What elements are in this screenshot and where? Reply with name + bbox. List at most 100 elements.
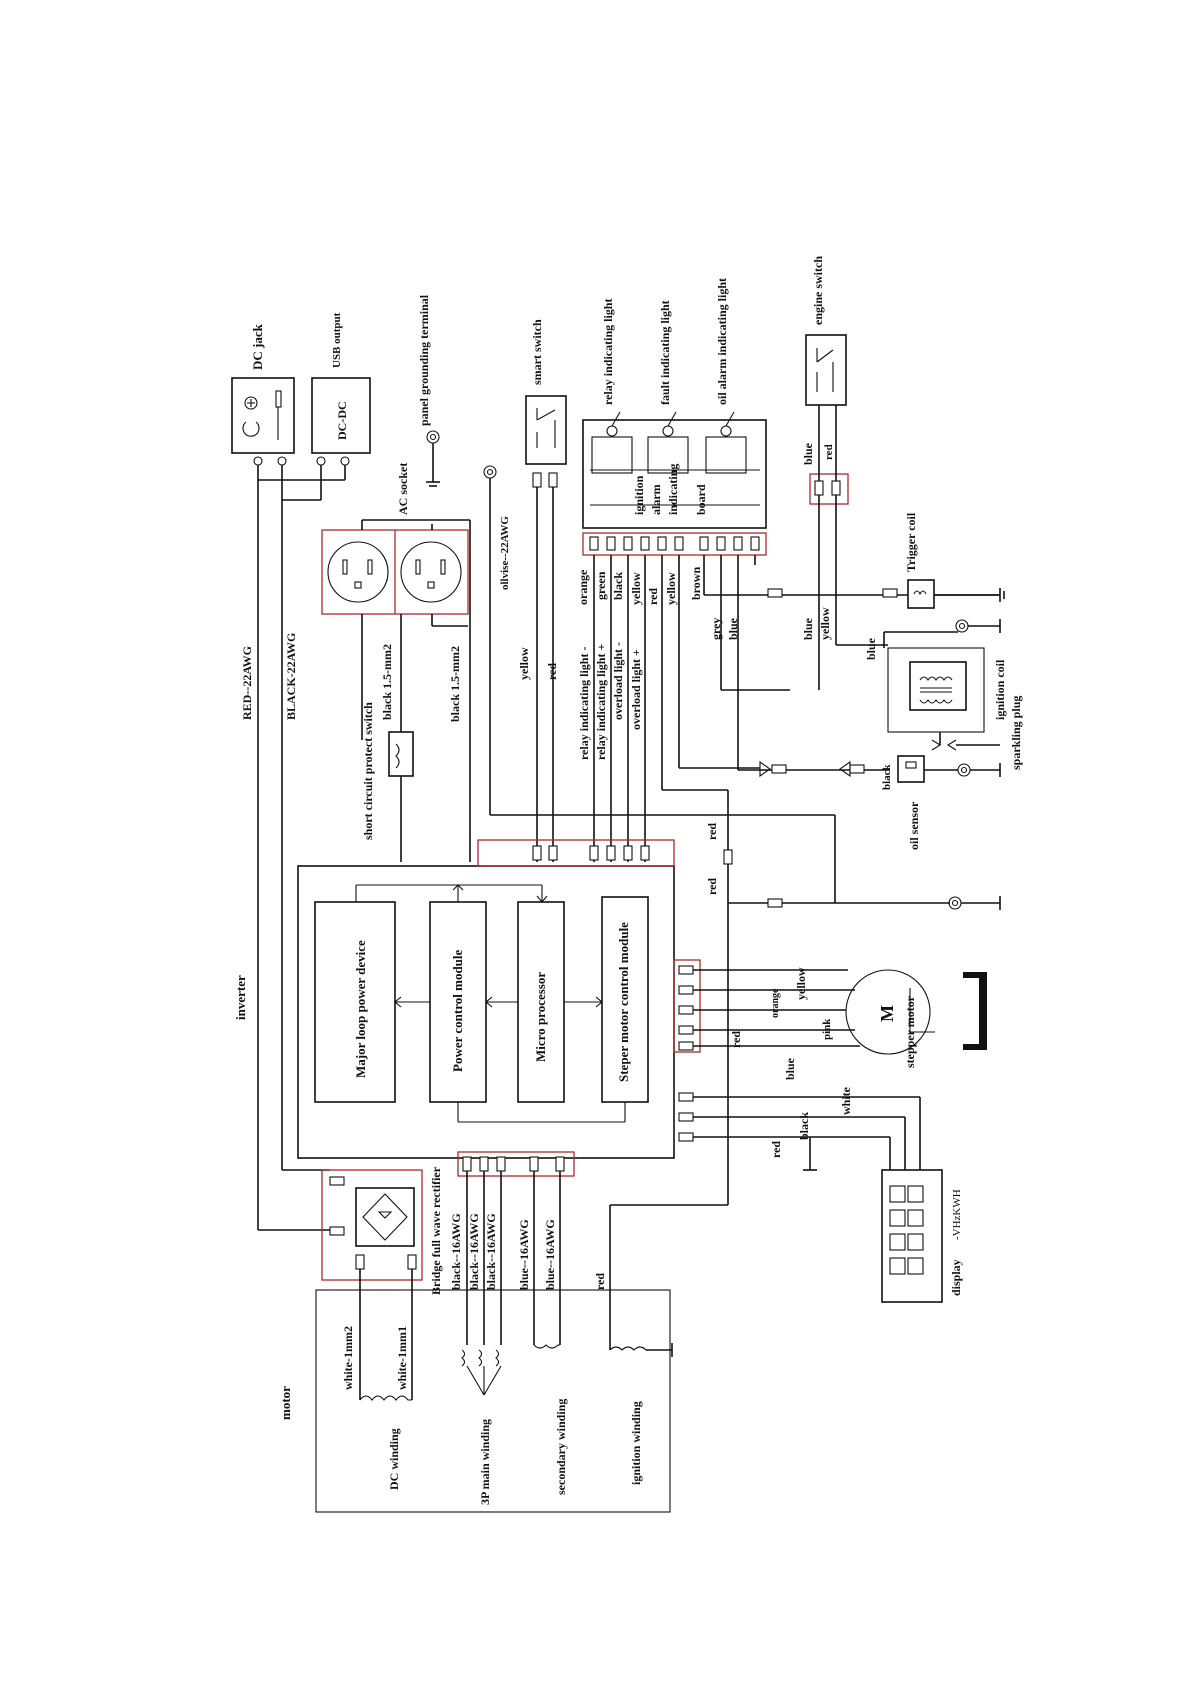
engine-switch: engine switch blue red blue yellow <box>801 256 849 690</box>
blue-16-label-2: blue--16AWG <box>543 1219 557 1290</box>
display-white-label: white <box>839 1086 853 1115</box>
main-winding-label: 3P main winding <box>478 1419 492 1505</box>
trigger-coil: Trigger coil <box>767 512 1005 609</box>
engine-yellow-label: yellow <box>818 607 832 640</box>
motor-symbol: M <box>877 1005 897 1022</box>
brown-label: brown <box>689 567 703 600</box>
board-connector-pins <box>589 536 760 551</box>
smart-yellow-label: yellow <box>517 647 531 680</box>
blue-16-label-1: blue--16AWG <box>517 1219 531 1290</box>
ground-terminal-olive: ollvise--22AWG <box>483 465 835 816</box>
trigger-coil-label: Trigger coil <box>904 512 918 572</box>
display: display -VHzKWH white black red <box>693 1086 963 1303</box>
stepper-motor-label: stepper motor <box>903 995 917 1068</box>
display-black-label: black <box>797 1112 811 1140</box>
smart-red-label: red <box>545 663 559 680</box>
red-label-1: red <box>646 588 660 605</box>
black-label: black <box>611 572 625 600</box>
dc-jack-label: DC jack <box>250 323 265 370</box>
ac-socket: AC socket <box>321 463 471 862</box>
black-16-label-1: black--16AWG <box>449 1213 463 1290</box>
olive-wire-label: ollvise--22AWG <box>499 516 511 590</box>
grey-label: grey <box>709 618 723 640</box>
inv-red-label-1: red <box>705 823 719 840</box>
stepper-pink-label: pink <box>821 1018 833 1040</box>
green-label: green <box>594 571 608 600</box>
stepper-yellow-label: yellow <box>794 967 808 1000</box>
display-label: display <box>949 1259 963 1296</box>
stepper-blue-label: blue <box>783 1057 797 1080</box>
yellow-label-1: yellow <box>629 572 643 605</box>
panel-grounding-terminal: panel grounding terminal <box>417 294 440 487</box>
inv-red-label-2: red <box>705 878 719 895</box>
black-15-label-b: black 1.5-mm2 <box>448 646 462 722</box>
oil-sensor-label: oil sensor <box>907 801 921 850</box>
board-text-1: ignition <box>632 475 646 515</box>
ignition-blue-label: blue <box>864 637 878 660</box>
dc-dc-label: DC-DC <box>335 401 349 440</box>
major-loop-label: Major loop power device <box>353 940 368 1078</box>
board-text-2: alarm <box>649 484 663 515</box>
ignition-winding-label: ignition winding <box>629 1401 643 1485</box>
oil-light-label: oil alarm indicating light <box>715 278 729 405</box>
yellow-label-2: yellow <box>664 572 678 605</box>
stepper-orange-label: orange <box>770 988 781 1018</box>
engine-red-label: red <box>823 444 835 460</box>
inverter-label: inverter <box>233 975 248 1020</box>
black-16-label-3: black--16AWG <box>484 1213 498 1290</box>
ac-socket-label: AC socket <box>396 463 410 515</box>
short-circuit-label: short circuit protect switch <box>361 702 375 840</box>
sparkling-plug-label: sparkling plug <box>1009 696 1023 770</box>
engine-blue-label-2: blue <box>801 617 815 640</box>
black-15-label-a: black 1.5-mm2 <box>380 644 394 720</box>
fault-light-label: fault indicating light <box>658 300 672 405</box>
white-1mm2-label: white-1mm2 <box>341 1326 355 1390</box>
dc-terminals <box>253 456 350 501</box>
bridge-rectifier: Bridge full wave rectifier <box>321 1166 443 1295</box>
black-16-label-2: black--16AWG <box>467 1213 481 1290</box>
ignition-red-label: red <box>593 1273 607 1290</box>
led-icon <box>606 411 735 437</box>
bridge-label: Bridge full wave rectifier <box>429 1166 443 1295</box>
engine-switch-label: engine switch <box>811 256 825 325</box>
relay-plus-label: relay indicating light + <box>594 644 608 760</box>
dc-winding-label: DC winding <box>387 1428 401 1490</box>
dc-dc-converter: DC-DC USB output <box>311 312 371 454</box>
smart-switch: smart switch yellow red <box>517 319 567 862</box>
panel-ground-label: panel grounding terminal <box>417 294 431 426</box>
motor-label: motor <box>278 1386 293 1420</box>
dc-jack: DC jack <box>231 323 295 454</box>
engine-blue-label: blue <box>801 442 815 465</box>
relay-minus-label: relay indicating light - <box>577 647 591 760</box>
relay-light-label: relay indicating light <box>601 299 615 405</box>
orange-label: orange <box>576 569 590 605</box>
ignition-coil-label: ignition coil <box>993 659 1007 720</box>
micro-processor-label: Micro processor <box>533 972 548 1062</box>
stepper-motor: M stepper motor yellow orange pink red b… <box>693 967 987 1080</box>
display-units: -VHzKWH <box>951 1189 963 1240</box>
inverter: inverter Major loop power device Power c… <box>233 839 701 1177</box>
smart-switch-label: smart switch <box>530 319 544 385</box>
power-control-label: Power control module <box>450 949 465 1072</box>
ignition-coil: blue ignition coil sparkling plug <box>836 619 1023 770</box>
oil-sensor: black oil sensor <box>759 755 1001 850</box>
short-circuit-protect-switch: short circuit protect switch black 1.5-m… <box>361 614 462 862</box>
display-red-label: red <box>769 1141 783 1158</box>
ignition-alarm-indicating-board: ignition alarm indicating board relay in… <box>576 278 1000 1170</box>
arrow-icon <box>355 884 626 1123</box>
stepper-control-label: Steper motor control module <box>616 922 631 1082</box>
motor: motor white-1mm2 white-1mm1 DC winding b… <box>278 1170 729 1513</box>
black-22-label: BLACK-22AWG <box>284 633 298 720</box>
blue-label-1: blue <box>726 617 740 640</box>
board-text-4: board <box>694 484 708 515</box>
secondary-winding-label: secondary winding <box>554 1399 568 1495</box>
overload-minus-label: overload light - <box>611 642 625 720</box>
stepper-red-label: red <box>729 1031 743 1048</box>
red-22-label: RED--22AWG <box>240 646 254 720</box>
board-text-3: indicating <box>666 464 680 515</box>
usb-output-label: USB output <box>331 312 343 368</box>
overload-plus-label: overload light + <box>629 649 643 730</box>
white-1mm1-label: white-1mm1 <box>395 1326 409 1390</box>
